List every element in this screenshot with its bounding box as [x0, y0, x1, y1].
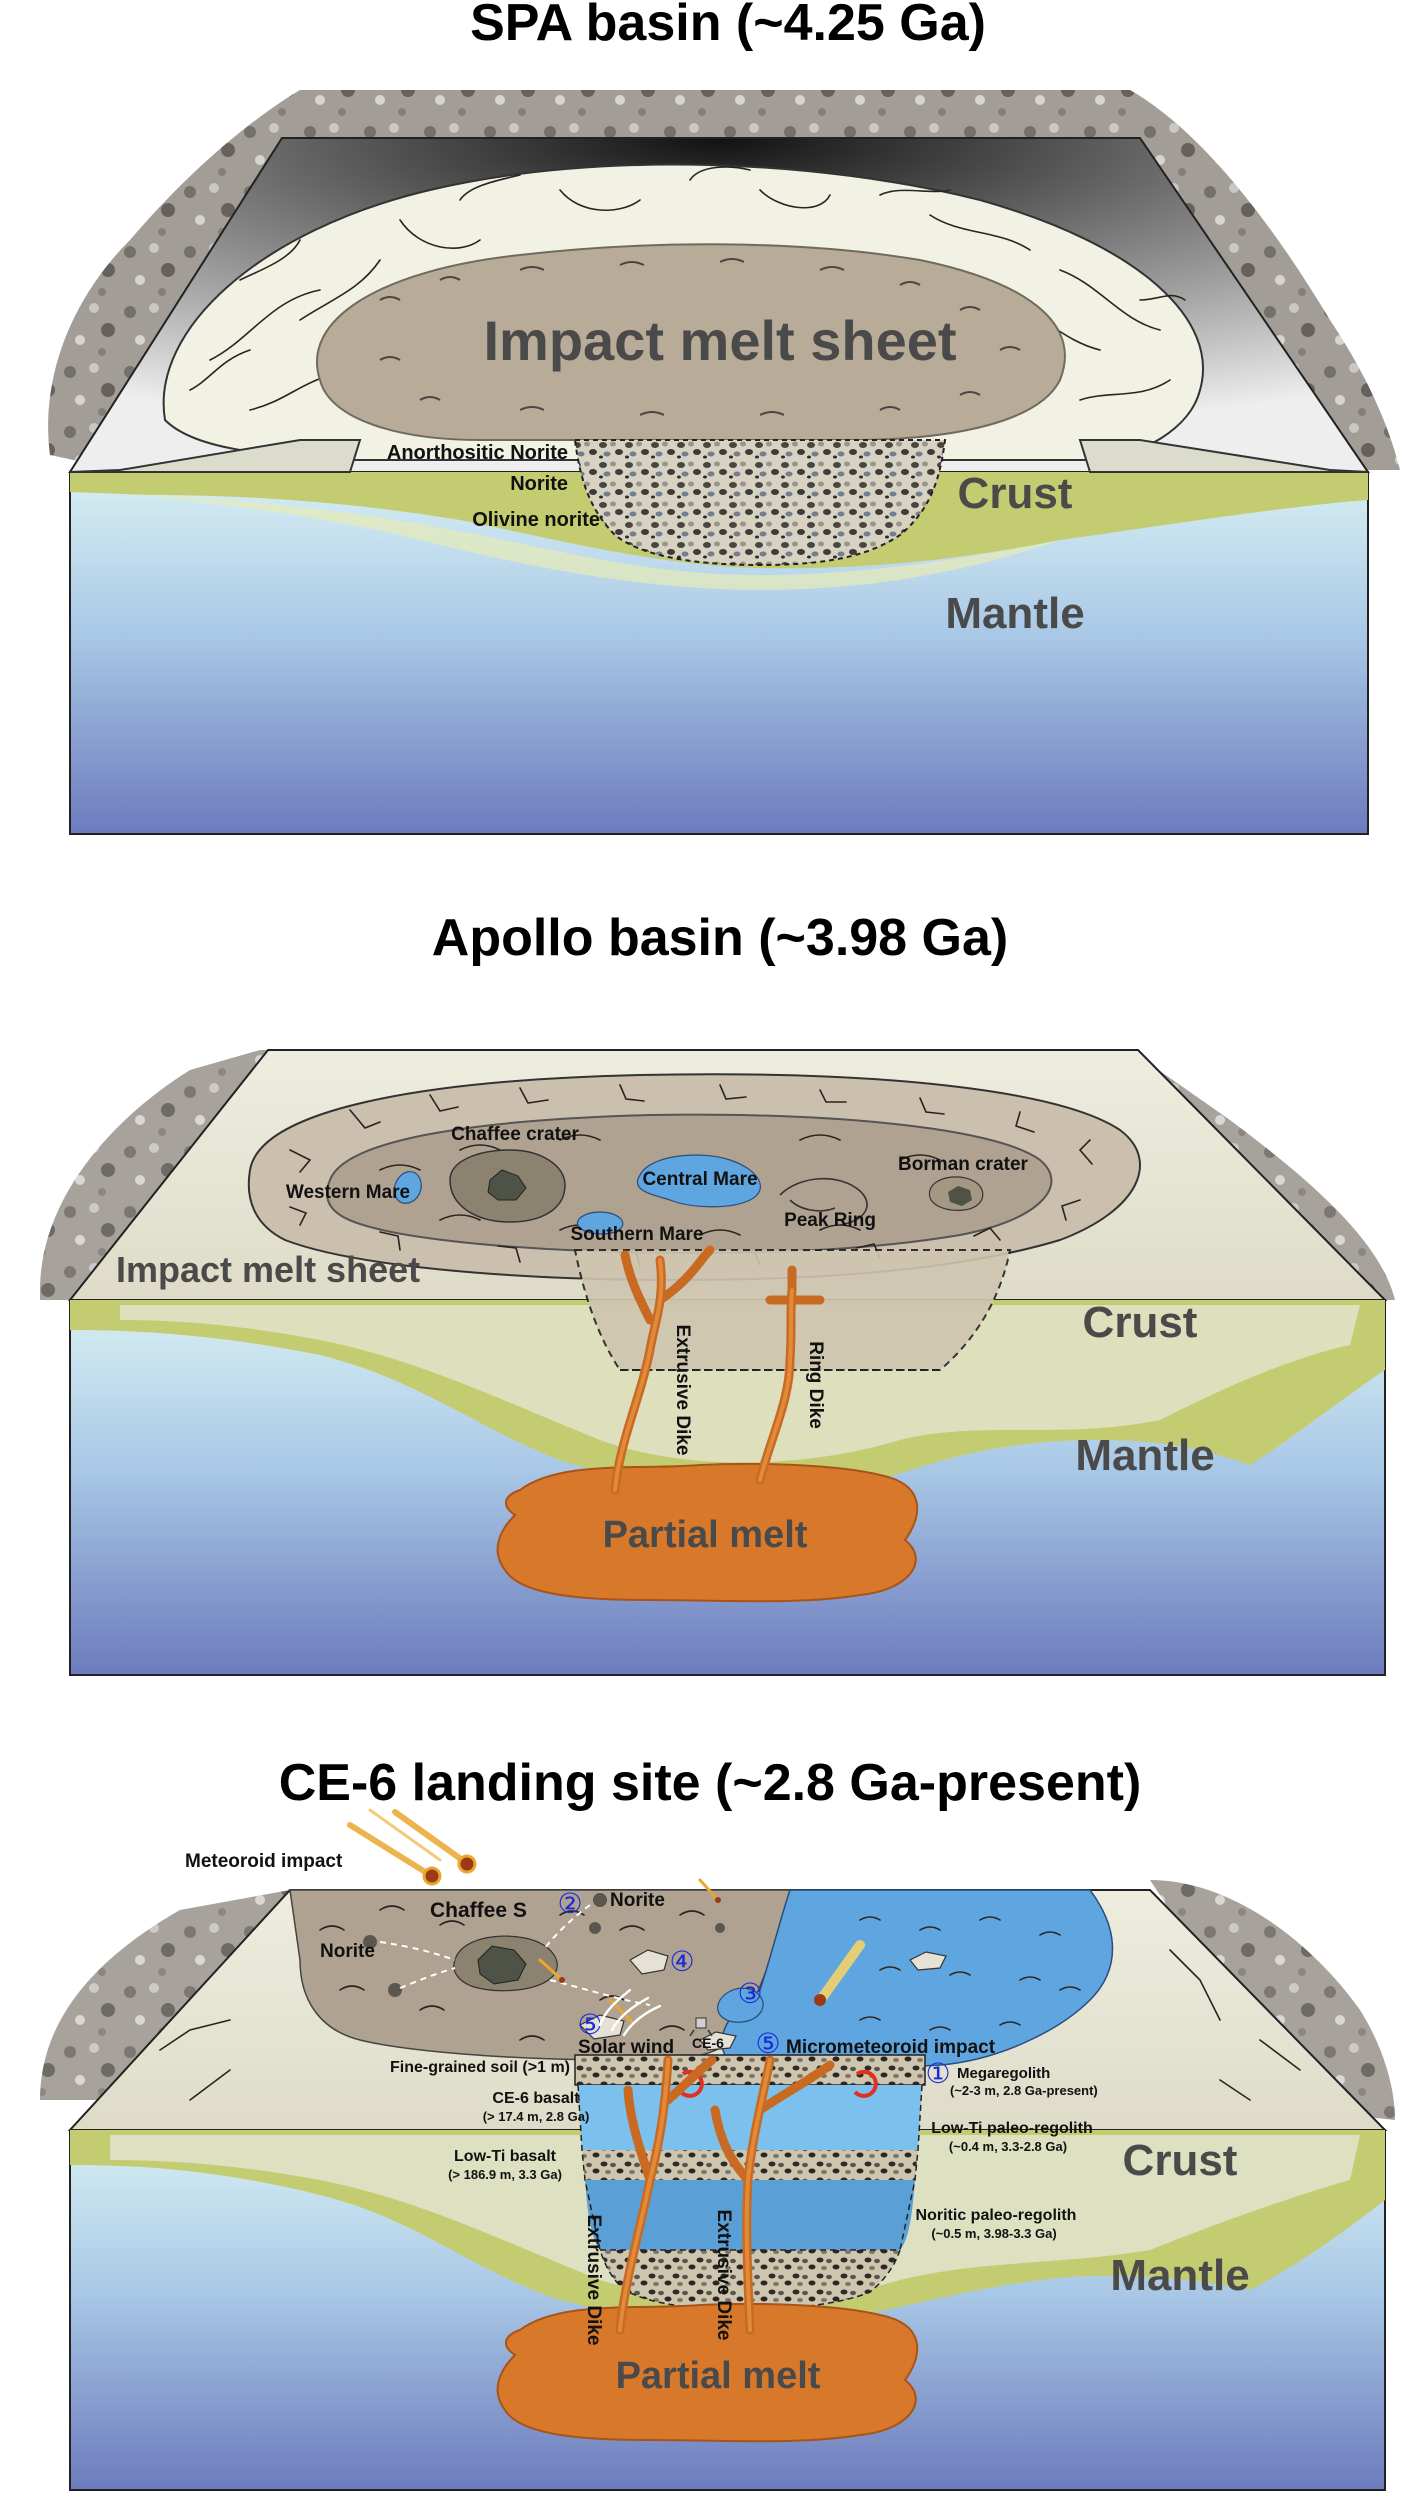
ce6-partial-melt-label: Partial melt — [616, 2355, 821, 2397]
ce6-extrusive-dike-left: Extrusive Dike — [583, 2215, 604, 2346]
apollo-crust-label: Crust — [1083, 1298, 1198, 1347]
apollo-borman-center — [948, 1186, 972, 1206]
ce6-lander-icon — [689, 2017, 713, 2037]
apollo-label-southern-mare: Southern Mare — [570, 1224, 703, 1245]
ce6-label-noritic-paleo: Noritic paleo-regolith — [916, 2207, 1077, 2224]
apollo-cracks — [289, 1084, 1093, 1267]
apollo-extrusive-dike-label: Extrusive Dike — [672, 1325, 693, 1456]
ce6-layer-fine-soil — [574, 2054, 926, 2086]
apollo-label-borman: Borman crater — [898, 1154, 1028, 1175]
ce6-mare-small — [717, 1987, 764, 2023]
ce6-label-ce6-basalt: CE-6 basalt — [492, 2090, 580, 2107]
ce6-marker-4: ④ — [669, 1945, 694, 1978]
spa-impact-melt-label: Impact melt sheet — [483, 309, 956, 372]
apollo-label-chaffee: Chaffee crater — [451, 1124, 579, 1145]
ce6-rubble-right — [1150, 1880, 1395, 2120]
spa-right-shoulder — [1078, 439, 1369, 473]
ce6-mare-texture — [859, 1916, 1081, 2031]
apollo-peak-ring — [779, 1177, 868, 1226]
ce6-extrusive-dike-right: Extrusive Dike — [713, 2210, 734, 2341]
spa-crust-label: Crust — [958, 469, 1073, 518]
apollo-partial-melt — [496, 1462, 919, 1603]
ce6-title: CE-6 landing site (~2.8 Ga-present) — [279, 1754, 1142, 1812]
ce6-fragments — [578, 1949, 947, 2051]
ce6-label-lowti-paleo: Low-Ti paleo-regolith — [931, 2120, 1092, 2137]
apollo-central-mare — [636, 1154, 761, 1208]
panel-spa-basin: SPA basin (~4.25 Ga) Impact melt sheet A… — [48, 0, 1401, 835]
ce6-marker-2: ② — [557, 1887, 582, 1920]
apollo-label-western-mare: Western Mare — [286, 1182, 410, 1203]
apollo-southern-mare — [576, 1211, 624, 1235]
ce6-meteoroids — [347, 1808, 865, 2024]
apollo-ring-dike — [755, 1265, 825, 1485]
panel-ce6-site: CE-6 landing site (~2.8 Ga-present) — [40, 1754, 1395, 2491]
ce6-chaffee-s-label: Chaffee S — [430, 1899, 527, 1922]
ce6-solar-wind-label: Solar wind — [578, 2037, 674, 2058]
spa-layer-norite: Norite — [510, 473, 568, 495]
spa-melt-sheet — [315, 243, 1066, 441]
ce6-label-ce6-basalt-detail: (> 17.4 m, 2.8 Ga) — [483, 2109, 590, 2124]
spa-crust-fade — [150, 495, 1060, 590]
apollo-title: Apollo basin (~3.98 Ga) — [432, 909, 1008, 967]
ce6-meteoroid-label: Meteoroid impact — [185, 1851, 343, 1872]
apollo-chaffee-center — [487, 1169, 527, 1201]
ce6-label-megaregolith-detail: (~2-3 m, 2.8 Ga-present) — [950, 2083, 1098, 2098]
spa-layer-olivine: Olivine norite — [472, 509, 600, 531]
ce6-label-megaregolith: Megaregolith — [957, 2065, 1050, 2082]
ce6-marker-5a: ⑤ — [577, 2008, 602, 2041]
ce6-label-fine-soil: Fine-grained soil (>1 m) — [390, 2059, 570, 2076]
ce6-chaffee-s-center — [477, 1945, 527, 1985]
ce6-label-lowti-paleo-detail: (~0.4 m, 3.3-2.8 Ga) — [949, 2139, 1067, 2154]
ce6-marker-3: ③ — [737, 1977, 762, 2010]
apollo-melt-ghost — [120, 1305, 1360, 1463]
ce6-mantle-label: Mantle — [1110, 2251, 1249, 2300]
apollo-western-mare — [393, 1171, 422, 1204]
ce6-label-lowti-basalt-detail: (> 186.9 m, 3.3 Ga) — [448, 2167, 562, 2182]
apollo-partial-melt-label: Partial melt — [603, 1514, 808, 1556]
spa-left-shoulder — [69, 439, 362, 473]
spa-ejecta-cracks — [189, 166, 1186, 411]
panel-apollo-basin: Apollo basin (~3.98 Ga) Chaffee crater W… — [40, 909, 1395, 1676]
ce6-norite-blebs — [363, 1893, 725, 1997]
ce6-dikes — [615, 2055, 835, 2335]
ce6-label-lowti-basalt: Low-Ti basalt — [454, 2148, 557, 2165]
apollo-ring-dike-label: Ring Dike — [805, 1341, 826, 1429]
spa-title: SPA basin (~4.25 Ga) — [470, 0, 986, 52]
spa-melt-dashes — [379, 258, 1021, 416]
apollo-impact-melt-label: Impact melt sheet — [116, 1249, 420, 1290]
ce6-label-noritic-paleo-detail: (~0.5 m, 3.98-3.3 Ga) — [931, 2226, 1056, 2241]
ce6-partial-melt — [496, 2302, 919, 2443]
apollo-mantle-label: Mantle — [1075, 1431, 1214, 1480]
ce6-solar-wind-rays — [598, 1988, 662, 2037]
apollo-label-peak-ring: Peak Ring — [784, 1210, 876, 1231]
apollo-extrusive-dike — [610, 1245, 715, 1495]
ce6-lander-label: CE-6 — [692, 2035, 724, 2051]
spa-breccia-lens — [573, 439, 947, 567]
ce6-micrometeoroid-label: Micrometeoroid impact — [786, 2037, 996, 2058]
apollo-label-central-mare: Central Mare — [642, 1169, 757, 1190]
ce6-marker-1: ① — [925, 2057, 950, 2090]
ce6-norite-right-label: Norite — [610, 1890, 665, 1911]
ce6-floor-cracks — [159, 1905, 1301, 2101]
spa-mantle-label: Mantle — [945, 589, 1084, 638]
spa-layer-anorthositic: Anorthositic Norite — [387, 442, 568, 464]
ce6-crust-label: Crust — [1123, 2136, 1238, 2185]
ce6-norite-left-label: Norite — [320, 1941, 375, 1962]
